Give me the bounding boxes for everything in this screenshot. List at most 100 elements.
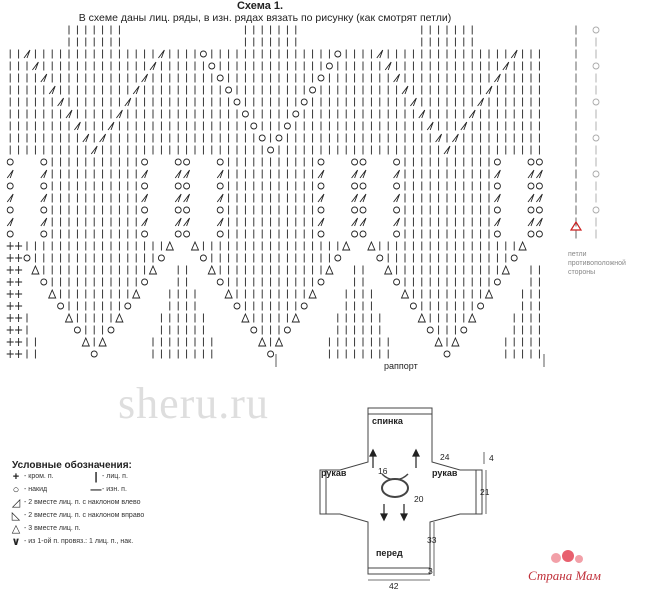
chart-stitch	[190, 240, 200, 251]
chart-stitch	[6, 302, 14, 310]
chart-stitch	[393, 73, 401, 83]
dim-33: 33	[427, 535, 437, 545]
side-note: петли противоположной стороны	[568, 250, 638, 277]
chart-stitch	[325, 264, 334, 275]
chart-stitch	[484, 288, 494, 299]
chart-stitch	[98, 336, 107, 347]
chart-stitch	[267, 146, 275, 154]
label-back: спинка	[372, 416, 403, 426]
chart-stitches	[6, 25, 543, 359]
chart-stitch	[250, 326, 258, 334]
dim-3: 3	[428, 566, 433, 576]
label-front: перед	[376, 548, 403, 558]
chart-stitch	[334, 254, 342, 262]
chart-stitch	[233, 302, 241, 310]
chart-stitch	[535, 182, 543, 190]
chart-stitch	[359, 158, 367, 166]
chart-stitch	[410, 97, 417, 107]
legend-symbol: ◺	[11, 510, 21, 522]
chart-stitch	[384, 264, 393, 275]
chart-stitch	[6, 266, 14, 274]
chart-stitch	[241, 110, 249, 118]
chart-stitch	[527, 182, 535, 190]
chart-stitch	[393, 278, 401, 286]
chart-stitch	[351, 217, 359, 227]
dim-42: 42	[389, 581, 399, 591]
chart-stitch	[107, 121, 115, 131]
chart-stitch	[57, 97, 65, 107]
chart-stitch	[527, 169, 535, 179]
knitting-chart	[6, 25, 600, 367]
chart-stitch	[40, 158, 48, 166]
chart-stitch	[174, 182, 182, 190]
chart-stitch	[15, 242, 23, 250]
chart-stitch	[157, 254, 165, 262]
chart-stitch	[443, 350, 451, 358]
chart-stitch	[451, 336, 460, 347]
chart-stitch	[40, 206, 48, 214]
chart-stitch	[443, 145, 451, 155]
chart-stitch	[48, 288, 57, 299]
chart-stitch	[283, 122, 291, 130]
watermark: sheru.ru	[118, 379, 269, 428]
chart-stitch	[592, 62, 600, 70]
chart-stitch	[409, 302, 417, 310]
chart-stitch	[31, 264, 40, 275]
chart-stitch	[183, 217, 191, 227]
chart-stitch	[274, 336, 284, 347]
chart-stitch	[435, 133, 443, 143]
chart-stitch	[99, 133, 107, 143]
chart-stitch	[6, 217, 14, 227]
chart-stitch	[199, 254, 207, 262]
dim-20: 20	[414, 494, 424, 504]
dimension-lines	[368, 452, 487, 581]
chart-stitch	[258, 134, 266, 142]
chart-stitch	[32, 61, 39, 71]
chart-stitch	[418, 109, 426, 119]
chart-stitch	[40, 73, 48, 83]
legend-label: - накид	[24, 486, 48, 493]
chart-stitch	[15, 254, 23, 262]
chart-stitch	[40, 217, 48, 227]
chart-stitch	[351, 182, 359, 190]
chart-stitch	[174, 206, 182, 214]
chart-stitch	[493, 278, 501, 286]
chart-stitch	[376, 49, 384, 59]
chart-stitch	[6, 254, 14, 262]
chart-stitch	[592, 98, 600, 106]
chart-stitch	[325, 62, 333, 70]
chart-stitch	[351, 193, 359, 203]
chart-stitch	[116, 109, 123, 119]
chart-stitch	[73, 326, 81, 334]
chart-stitch	[300, 302, 308, 310]
chart-stitch	[183, 206, 191, 214]
chart-stitch	[207, 264, 216, 275]
chart-stitch	[426, 326, 434, 334]
chart-stitch	[90, 145, 98, 155]
chart-stitch	[40, 169, 48, 179]
chart-stitch	[165, 240, 174, 251]
chart-stitch	[317, 182, 325, 190]
chart-stitch	[141, 158, 149, 166]
chart-stitch	[317, 193, 325, 203]
chart-stitch	[216, 206, 224, 214]
legend-label: - изн. п.	[102, 486, 127, 493]
chart-stitch	[536, 169, 543, 179]
chart-stitch	[267, 350, 275, 358]
chart-stitch	[81, 336, 90, 347]
chart-stitch	[527, 193, 535, 203]
chart-stitch	[124, 302, 132, 310]
chart-stitch	[502, 61, 510, 71]
chart-stitch	[174, 158, 182, 166]
chart-stitch	[536, 193, 543, 203]
chart-stitch	[141, 73, 149, 83]
legend-label: - лиц. п.	[102, 473, 128, 480]
chart-stitch	[291, 312, 300, 323]
chart-stitch	[510, 254, 518, 262]
chart-stitch	[216, 230, 224, 238]
chart-stitch	[384, 61, 392, 71]
chart-stitch	[90, 350, 98, 358]
dim-16: 16	[378, 466, 388, 476]
chart-stitch	[174, 230, 182, 238]
chart-stitch	[40, 278, 48, 286]
